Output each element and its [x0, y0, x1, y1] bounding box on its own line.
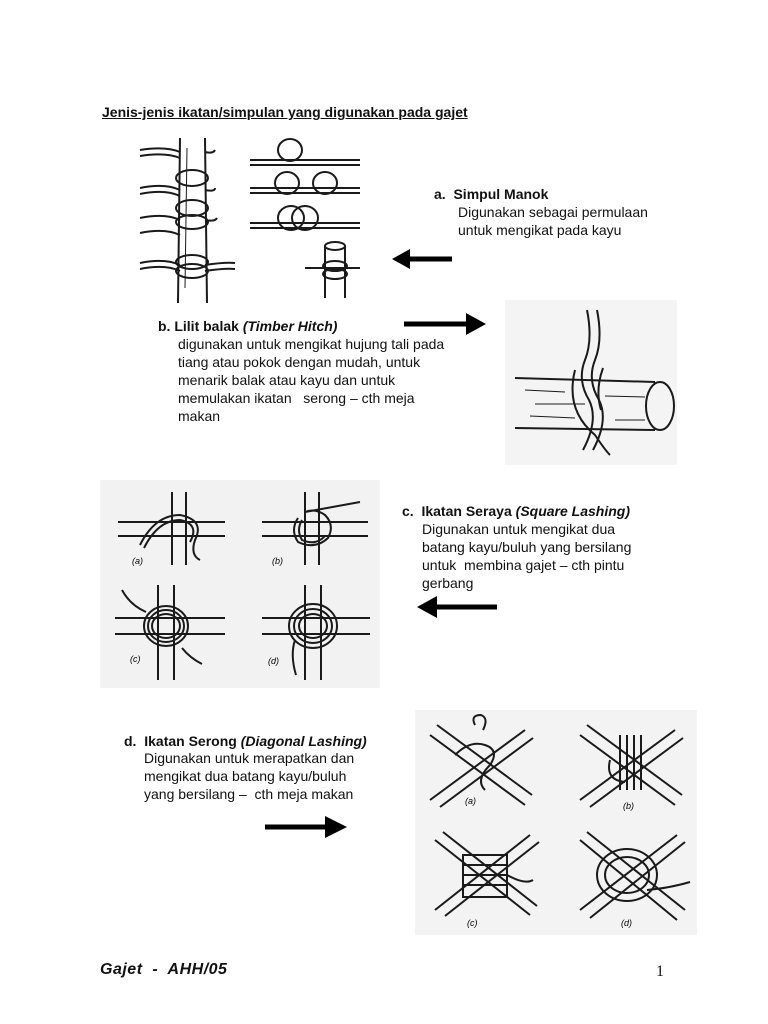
desc-line: Digunakan sebagai permulaan [458, 204, 648, 220]
figure-label: (a) [465, 796, 476, 806]
square-lashing-illustration: (a) (b) (c) (d) [100, 480, 380, 688]
clove-hitch-illustration [139, 137, 360, 304]
section-d-description: Digunakan untuk merapatkan dan mengikat … [144, 749, 354, 803]
section-c-label: c. [402, 503, 414, 519]
section-d-name: Ikatan Serong [144, 733, 237, 749]
section-d-title: d. Ikatan Serong (Diagonal Lashing) [124, 733, 367, 749]
figure-label: (c) [130, 654, 141, 664]
diagonal-lashing-illustration: (a) (b) (c) (d) [415, 710, 697, 935]
desc-line: untuk mengikat pada kayu [458, 222, 622, 238]
desc-line: Digunakan untuk mengikat dua [422, 521, 616, 537]
figure-label: (a) [132, 556, 143, 566]
desc-line: memulakan ikatan serong – cth meja [178, 390, 415, 406]
figure-label: (b) [272, 556, 283, 566]
figure-label: (d) [621, 918, 632, 928]
section-a-description: Digunakan sebagai permulaan untuk mengik… [458, 203, 648, 239]
arrow-right-icon [265, 816, 347, 838]
desc-line: digunakan untuk mengikat hujung tali pad… [178, 336, 445, 352]
figure-label: (d) [268, 656, 279, 666]
footer-left: Gajet - AHH/05 [100, 961, 228, 978]
section-d-english: (Diagonal Lashing) [240, 733, 367, 749]
section-c-name: Ikatan Seraya [421, 503, 512, 519]
section-b-description: digunakan untuk mengikat hujung tali pad… [178, 335, 444, 425]
section-a-name: Simpul Manok [453, 186, 549, 202]
section-c-title: c. Ikatan Seraya (Square Lashing) [402, 503, 630, 519]
section-b-name: Lilit balak [174, 318, 239, 334]
section-b-label: b. [158, 318, 171, 334]
arrow-right-icon [404, 313, 486, 335]
desc-line: untuk membina gajet – cth pintu [422, 557, 625, 573]
arrow-left-icon [392, 249, 452, 269]
figure-label: (c) [467, 918, 478, 928]
section-b-title: b. Lilit balak (Timber Hitch) [158, 318, 337, 334]
desc-line: makan [178, 408, 221, 424]
arrow-left-icon [417, 596, 497, 618]
desc-line: Digunakan untuk merapatkan dan [144, 750, 355, 766]
page-title: Jenis-jenis ikatan/simpulan yang digunak… [102, 104, 468, 120]
timber-hitch-illustration [505, 300, 677, 465]
desc-line: menarik balak atau kayu dan untuk [178, 372, 396, 388]
desc-line: gerbang [422, 575, 474, 591]
desc-line: yang bersilang – cth meja makan [144, 786, 354, 802]
desc-line: mengikat dua batang kayu/buluh [144, 768, 347, 784]
desc-line: batang kayu/buluh yang bersilang [422, 539, 632, 555]
section-a-title: a. Simpul Manok [434, 186, 548, 202]
section-d-label: d. [124, 733, 137, 749]
section-c-english: (Square Lashing) [515, 503, 631, 519]
section-c-description: Digunakan untuk mengikat dua batang kayu… [422, 520, 631, 592]
figure-label: (b) [623, 801, 634, 811]
page-number: 1 [656, 963, 664, 980]
desc-line: tiang atau pokok dengan mudah, untuk [178, 354, 421, 370]
section-a-label: a. [434, 186, 446, 202]
section-b-english: (Timber Hitch) [242, 318, 338, 334]
